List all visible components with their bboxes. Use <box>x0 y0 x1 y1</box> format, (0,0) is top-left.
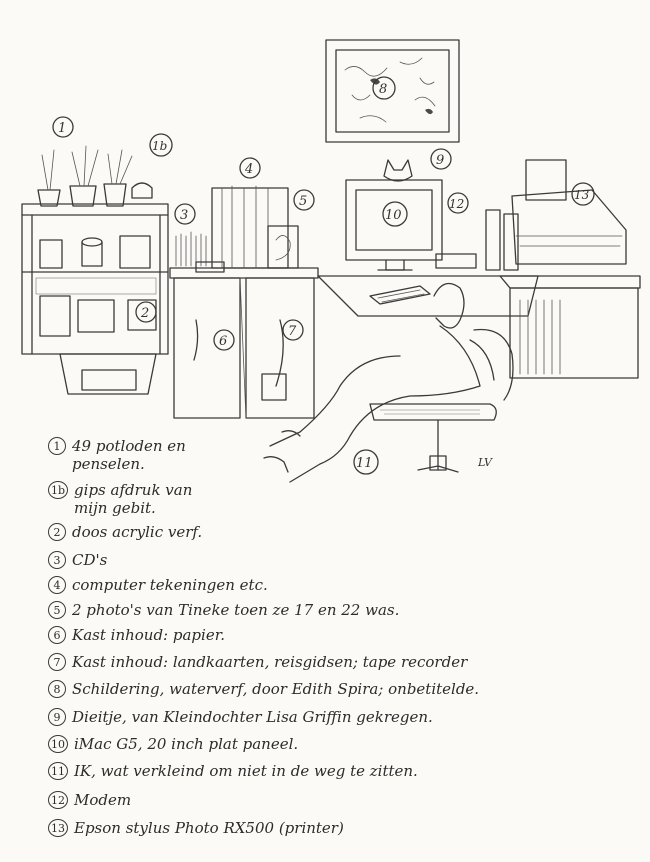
legend-number: 12 <box>48 791 68 809</box>
label-6: 6 <box>219 334 227 349</box>
legend-text: iMac G5, 20 inch plat paneel. <box>74 735 299 753</box>
legend-text: Modem <box>74 791 132 809</box>
legend-number: 13 <box>48 819 68 837</box>
desk-right <box>317 159 641 379</box>
legend-text: gips afdruk van mijn gebit. <box>74 481 193 517</box>
legend-number: 4 <box>48 576 66 594</box>
label-12: 12 <box>449 197 464 211</box>
legend-text: Kast inhoud: landkaarten, reisgidsen; ta… <box>72 653 468 671</box>
label-1: 1 <box>58 121 66 136</box>
legend-item: 6 Kast inhoud: papier. <box>48 626 225 644</box>
legend-item: 1b gips afdruk van mijn gebit. <box>48 481 194 517</box>
shelf-unit <box>21 145 169 395</box>
legend-item: 9 Dieitje, van Kleindochter Lisa Griffin… <box>48 708 433 726</box>
artist-signature: LV <box>477 456 493 469</box>
legend-item: 13 Epson stylus Photo RX500 (printer) <box>48 819 344 837</box>
legend-item: 4 computer tekeningen etc. <box>48 576 268 594</box>
legend-text: Dieitje, van Kleindochter Lisa Griffin g… <box>72 708 433 726</box>
legend-text: 2 photo's van Tineke toen ze 17 en 22 wa… <box>72 601 400 619</box>
label-1b: 1b <box>152 139 167 153</box>
legend-item: 10 iMac G5, 20 inch plat paneel. <box>48 735 298 753</box>
legend-number: 3 <box>48 551 66 569</box>
legend-item: 7 Kast inhoud: landkaarten, reisgidsen; … <box>48 653 467 671</box>
desk-left <box>169 185 319 419</box>
legend-number: 5 <box>48 601 66 619</box>
legend-text: Epson stylus Photo RX500 (printer) <box>74 819 344 837</box>
label-13: 13 <box>574 188 590 202</box>
legend-text: Schildering, waterverf, door Edith Spira… <box>72 680 480 698</box>
legend-item: 2 doos acrylic verf. <box>48 523 202 541</box>
legend-number: 6 <box>48 626 66 644</box>
legend-item: 1 49 potloden en penselen. <box>48 437 192 473</box>
label-5: 5 <box>299 194 307 209</box>
legend-number: 7 <box>48 653 66 671</box>
person-on-chair <box>263 282 514 483</box>
legend-number: 8 <box>48 680 66 698</box>
legend-number: 10 <box>48 735 68 753</box>
label-4: 4 <box>244 162 253 177</box>
label-8: 8 <box>379 82 387 97</box>
legend-number: 2 <box>48 523 66 541</box>
legend-text: computer tekeningen etc. <box>72 576 268 594</box>
legend-text: CD's <box>72 551 108 569</box>
legend-number: 1 <box>48 437 66 455</box>
legend-item: 5 2 photo's van Tineke toen ze 17 en 22 … <box>48 601 399 619</box>
painting <box>325 39 460 143</box>
label-11: 11 <box>356 456 373 471</box>
legend-number: 9 <box>48 708 66 726</box>
legend-text: Kast inhoud: papier. <box>72 626 225 644</box>
label-2: 2 <box>140 306 149 321</box>
legend-text: doos acrylic verf. <box>72 523 203 541</box>
label-3: 3 <box>180 208 188 223</box>
legend-text: 49 potloden en penselen. <box>72 437 186 473</box>
legend-number: 1b <box>48 481 69 499</box>
legend-item: 8 Schildering, waterverf, door Edith Spi… <box>48 680 479 698</box>
label-7: 7 <box>288 324 297 339</box>
legend-item: 11 IK, wat verkleind om niet in de weg t… <box>48 762 418 780</box>
legend-item: 12 Modem <box>48 791 131 809</box>
legend-number: 11 <box>48 762 68 780</box>
legend-item: 3 CD's <box>48 551 107 569</box>
legend-text: IK, wat verkleind om niet in de weg te z… <box>74 762 418 780</box>
label-10: 10 <box>385 208 402 223</box>
sketch-number-labels: 1 1b 2 3 4 5 6 7 8 9 10 11 12 <box>52 76 595 475</box>
label-9: 9 <box>436 153 444 168</box>
